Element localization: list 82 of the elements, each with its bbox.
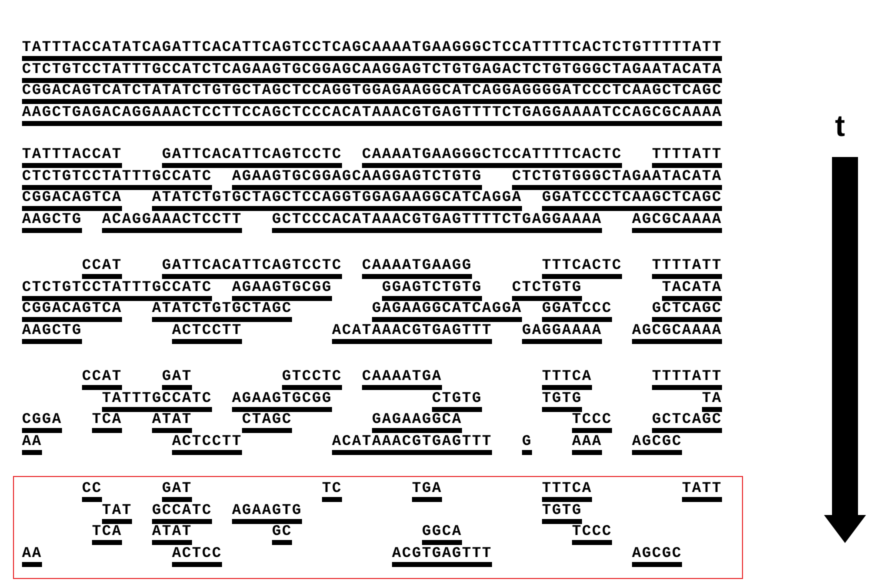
dna-sequence-fragment: AGAAGTGCGG <box>232 390 332 412</box>
dna-sequence-fragment: TC <box>322 481 342 502</box>
dna-sequence-fragment: CTCTGTCCTATTTGCCATC <box>22 280 212 300</box>
dna-sequence-fragment: CTCTGTCCTATTTGCCATC <box>22 168 212 190</box>
dna-sequence-fragment: CAAAATGAAGGGCTCCATTTTCACTC <box>362 147 622 168</box>
dna-sequence-fragment: ATATCTGTGCTAGCTCCAGGTGGAGAAGGCATCAGGA <box>152 190 522 211</box>
dna-sequence-fragment: GAGAAGGCA <box>372 412 462 433</box>
dna-sequence-fragment: CTAGC <box>242 412 292 433</box>
dna-sequence-fragment: CC <box>82 481 102 502</box>
dna-sequence-fragment: CCAT <box>82 369 122 390</box>
dna-sequence-fragment: AAGCTG <box>22 322 82 344</box>
dna-sequence-fragment: CGGACAGTCATCTATATCTGTGCTAGCTCCAGGTGGAGAAGGCATCAGGAGGGGATCCCTCAAGCTCAGC <box>22 83 722 104</box>
dna-sequence-fragment: TCA <box>92 412 122 433</box>
dna-sequence-fragment: TTTCA <box>542 481 592 502</box>
dna-sequence-fragment: AGCGCAAAA <box>632 322 722 344</box>
dna-sequence-fragment: TTTCACTC <box>542 258 622 279</box>
dna-sequence-fragment: GGCA <box>422 524 462 545</box>
dna-sequence-fragment: GGAGTCTGTG <box>382 280 482 300</box>
dna-sequence-fragment: CGGACAGTCA <box>22 190 122 211</box>
dna-sequence-fragment: GGATCCCTCAAGCTCAGC <box>542 190 722 211</box>
dna-sequence-fragment: AGAAGTGCGGAGCAAGGAGTCTGTG <box>232 168 482 190</box>
dna-sequence-fragment: ACATAAACGTGAGTTT <box>332 322 492 344</box>
dna-sequence-fragment: AAGCTGAGACAGGAAACTCCTTCCAGCTCCCACATAAACGTGAGTTTTCTGAGGAAAATCCAGCGCAAAA <box>22 104 722 126</box>
dna-sequence-fragment: CTCTGTG <box>512 280 582 300</box>
dna-sequence-fragment: TCA <box>92 524 122 545</box>
dna-sequence-fragment: ACAGGAAACTCCTT <box>102 212 242 232</box>
dna-sequence-fragment: GATTCACATTCAGTCCTC <box>162 147 342 168</box>
dna-sequence-fragment: ATAT <box>152 412 192 433</box>
dna-sequence-fragment: AGCGC <box>632 434 682 454</box>
dna-sequence-fragment: TATTTACCAT <box>22 147 122 168</box>
dna-sequence-fragment: AAA <box>572 434 602 454</box>
dna-sequence-fragment: GAGGAAAA <box>522 322 602 344</box>
dna-sequence-fragment: ACGTGAGTTT <box>392 546 492 566</box>
dna-sequence-fragment: AA <box>22 434 42 454</box>
dna-sequence-fragment: TGTG <box>542 390 582 412</box>
dna-sequence-fragment: AA <box>22 546 42 566</box>
dna-sequence-fragment: TCCC <box>572 524 612 545</box>
dna-sequence-fragment: GCTCCCACATAAACGTGAGTTTTCTGAGGAAAA <box>272 212 602 232</box>
dna-sequence-fragment: TTTTATT <box>652 369 722 390</box>
dna-sequence-fragment: CAAAATGA <box>362 369 442 390</box>
dna-sequence-fragment: CTCTGTCCTATTTGCCATCTCAGAAGTGCGGAGCAAGGAGTCTGTGAGACTCTGTGGGCTAGAATACATA <box>22 62 722 82</box>
dna-sequence-fragment: GGATCCC <box>542 301 612 322</box>
dna-sequence-fragment: CAAAATGAAGG <box>362 258 472 279</box>
dna-sequence-fragment: GAT <box>162 369 192 390</box>
dna-sequence-fragment: AAGCTG <box>22 212 82 232</box>
dna-sequence-fragment: TTTTATT <box>652 258 722 279</box>
dna-sequence-fragment: ACATAAACGTGAGTTT <box>332 434 492 454</box>
dna-sequence-fragment: ACTCC <box>172 546 222 566</box>
dna-sequence-fragment: TCCC <box>572 412 612 433</box>
dna-sequence-fragment: G <box>522 434 532 454</box>
dna-sequence-fragment: CGGA <box>22 412 62 433</box>
dna-sequence-fragment: GAT <box>162 481 192 502</box>
dna-sequence-fragment: CTCTGTGGGCTAGAATACATA <box>512 168 722 190</box>
dna-sequence-fragment: ACTCCTT <box>172 434 242 454</box>
dna-sequence-fragment: TATTTGCCATC <box>102 390 212 412</box>
dna-sequence-fragment: GCTCAGC <box>652 412 722 433</box>
dna-sequence-fragment: GATTCACATTCAGTCCTC <box>162 258 342 279</box>
dna-sequence-fragment: GAGAAGGCATCAGGA <box>372 301 522 322</box>
dna-sequence-fragment: TATTTACCATATCAGATTCACATTCAGTCCTCAGCAAAATGAAGGGCTCCATTTTCACTCTGTTTTTATT <box>22 40 722 61</box>
dna-sequence-fragment: TACATA <box>662 280 722 300</box>
dna-sequence-fragment: AGAAGTGCGG <box>232 280 332 300</box>
dna-sequence-fragment: CGGACAGTCA <box>22 301 122 322</box>
dna-sequence-fragment: TATT <box>682 481 722 502</box>
dna-sequence-fragment: TA <box>702 390 722 412</box>
dna-sequence-fragment: ACTCCTT <box>172 322 242 344</box>
dna-sequence-fragment: GCCATC <box>152 502 212 524</box>
dna-sequence-fragment: AGAAGTG <box>232 502 302 524</box>
dna-sequence-fragment: GTCCTC <box>282 369 342 390</box>
dna-sequence-fragment: TTTCA <box>542 369 592 390</box>
dna-sequence-fragment: ATAT <box>152 524 192 545</box>
dna-sequence-fragment: AGCGC <box>632 546 682 566</box>
dna-sequence-fragment: AGCGCAAAA <box>632 212 722 232</box>
dna-sequence-fragment: TTTTATT <box>652 147 722 168</box>
dna-sequence-fragment: GCTCAGC <box>652 301 722 322</box>
dna-sequence-fragment: ATATCTGTGCTAGC <box>152 301 292 322</box>
dna-sequence-fragment: CTGTG <box>432 390 482 412</box>
dna-sequence-fragment: GC <box>272 524 292 545</box>
dna-sequence-fragment: CCAT <box>82 258 122 279</box>
time-label: t <box>835 112 845 142</box>
dna-sequence-fragment: TGA <box>412 481 442 502</box>
dna-sequence-fragment: TGTG <box>542 502 582 524</box>
dna-sequence-fragment: TAT <box>102 502 132 524</box>
